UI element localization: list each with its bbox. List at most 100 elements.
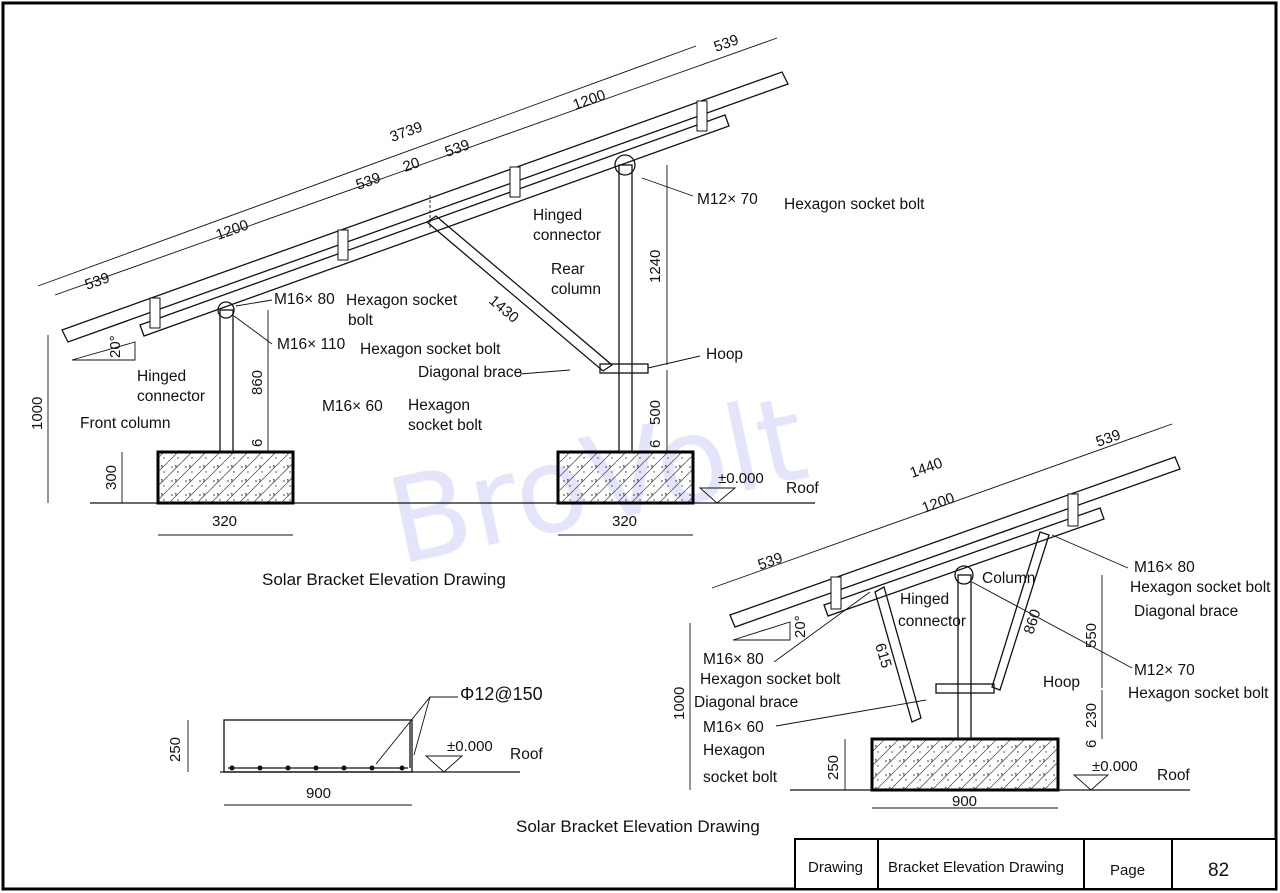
label-diag-l: Diagonal brace: [694, 694, 798, 711]
label-hex-socket-c: Hexagon socket bolt: [784, 196, 925, 213]
dim-300-text: 300: [103, 465, 120, 490]
leader-m16x60-l: [775, 699, 927, 727]
dim-1200-2: 1200: [920, 490, 957, 517]
label-m16x110: M16× 110: [277, 336, 346, 353]
label-roof-2: Roof: [1157, 767, 1190, 784]
dim-615: 615: [871, 641, 895, 670]
footing-level-text: ±0.000: [447, 738, 493, 755]
label-m16x80-l: M16× 80: [703, 651, 764, 668]
rear-hinge: [614, 154, 636, 176]
label-hex-r1: Hexagon socket bolt: [1130, 579, 1271, 596]
label-roof: Roof: [786, 480, 819, 497]
label-column: column: [551, 281, 601, 298]
label-m16x60: M16× 60: [322, 398, 383, 415]
leader-m16x80: [235, 299, 273, 307]
column-2: [957, 574, 972, 740]
tilt-20: 20°: [107, 335, 124, 358]
footing-900-text: 900: [306, 785, 331, 802]
label-m16x60-2: M16× 60: [703, 719, 764, 736]
dim-1000-2-text: 1000: [671, 687, 688, 720]
rear-column: [618, 164, 633, 453]
label-m16x80-r: M16× 80: [1134, 559, 1195, 576]
label-diag-r: Diagonal brace: [1134, 603, 1238, 620]
leader-hoop: [647, 355, 701, 369]
footing-250-text: 250: [167, 737, 184, 762]
hinge-2: [954, 565, 974, 585]
dim-6-b: 6: [647, 440, 664, 448]
clamp-2b: [1067, 493, 1079, 527]
dim-line-top: [54, 37, 778, 296]
tb-page-label: Page: [1110, 862, 1145, 879]
leader-m12x70-r: [971, 581, 1133, 669]
hoop-2: [935, 683, 995, 694]
label-hex-socket-b: Hexagon socket bolt: [360, 341, 501, 358]
leader-diag: [519, 369, 571, 375]
leader-m16x80-l: [773, 591, 871, 663]
dim-1200-b: 1200: [214, 217, 251, 244]
clamp-2a: [830, 576, 842, 610]
panel-rail-lower-2: [823, 507, 1105, 617]
label-hex-r2: Hexagon socket bolt: [1128, 685, 1269, 702]
label-hexagon-2: Hexagon: [703, 742, 765, 759]
dim-250-2-text: 250: [825, 755, 842, 780]
rebar-leader: [375, 696, 458, 765]
label-rear: Rear: [551, 261, 585, 278]
footing-level-marker: [424, 755, 464, 773]
tilt-triangle-2: [732, 621, 791, 641]
tilt-20-2: 20°: [792, 615, 809, 638]
diagonal-brace: [425, 215, 614, 372]
dim-860-2: 860: [1021, 607, 1045, 636]
dim-1440: 1440: [908, 455, 945, 482]
foundation-2: [870, 737, 1060, 792]
label-hex-socket-a: Hexagon socket: [346, 292, 458, 309]
front-column: [219, 309, 234, 453]
footing-detail: Φ12@150 250 900 ±0.000 Roof: [167, 684, 543, 806]
dim-539-mid2: 539: [354, 169, 383, 193]
dim-6-2: 6: [1083, 740, 1100, 748]
dim-1000-text: 1000: [29, 397, 46, 430]
brace-left-2: [874, 586, 922, 723]
label-front-column: Front column: [80, 415, 170, 432]
footing-section: [223, 719, 413, 773]
drawing1-title: Solar Bracket Elevation Drawing: [262, 570, 506, 589]
dim-539-2a: 539: [1094, 426, 1123, 450]
leader-m16x80-r: [1051, 534, 1129, 569]
tb-drawing-name: Bracket Elevation Drawing: [888, 859, 1064, 876]
label-connector-right: connector: [533, 227, 601, 244]
rear-foundation: [556, 450, 695, 505]
panel-rail-upper: [61, 71, 789, 343]
dim-539-left: 539: [83, 269, 112, 293]
dim-line-overall: [37, 45, 697, 287]
label-socket-bolt: socket bolt: [408, 417, 483, 434]
front-foundation: [156, 450, 295, 505]
label-hinged-2: Hinged: [900, 591, 949, 608]
label-connector-2: connector: [898, 613, 966, 630]
dim-6-a: 6: [249, 439, 266, 447]
dim-20: 20: [401, 154, 422, 176]
brace-right-2: [991, 531, 1050, 691]
dim-500-text: 500: [647, 400, 664, 425]
rail-clamps: [149, 100, 708, 329]
label-m12x70-r: M12× 70: [1134, 662, 1195, 679]
dim-900-2-text: 900: [952, 793, 977, 810]
title-block: Drawing Bracket Elevation Drawing Page 8…: [794, 838, 1277, 890]
rebar-dots: [229, 765, 405, 771]
label-hoop-2: Hoop: [1043, 674, 1080, 691]
dim-1240-text: 1240: [647, 250, 664, 283]
label-socket-bolt-2: socket bolt: [703, 769, 778, 786]
label-hinged-right: Hinged: [533, 207, 582, 224]
dim-1200-a: 1200: [571, 87, 608, 114]
dim-550-text: 550: [1083, 623, 1100, 648]
leader-m12x70: [641, 177, 694, 197]
dim-320-left-text: 320: [212, 513, 237, 530]
level-marker: [698, 487, 737, 504]
tilt-triangle: [71, 341, 136, 361]
leader-m16x110: [233, 315, 273, 345]
label-hex-l1: Hexagon socket bolt: [700, 671, 841, 688]
dim-539-2b: 539: [756, 549, 785, 573]
hoop: [599, 363, 649, 374]
panel-rail-upper-2: [729, 456, 1181, 628]
dim-3739: 3739: [388, 119, 425, 146]
